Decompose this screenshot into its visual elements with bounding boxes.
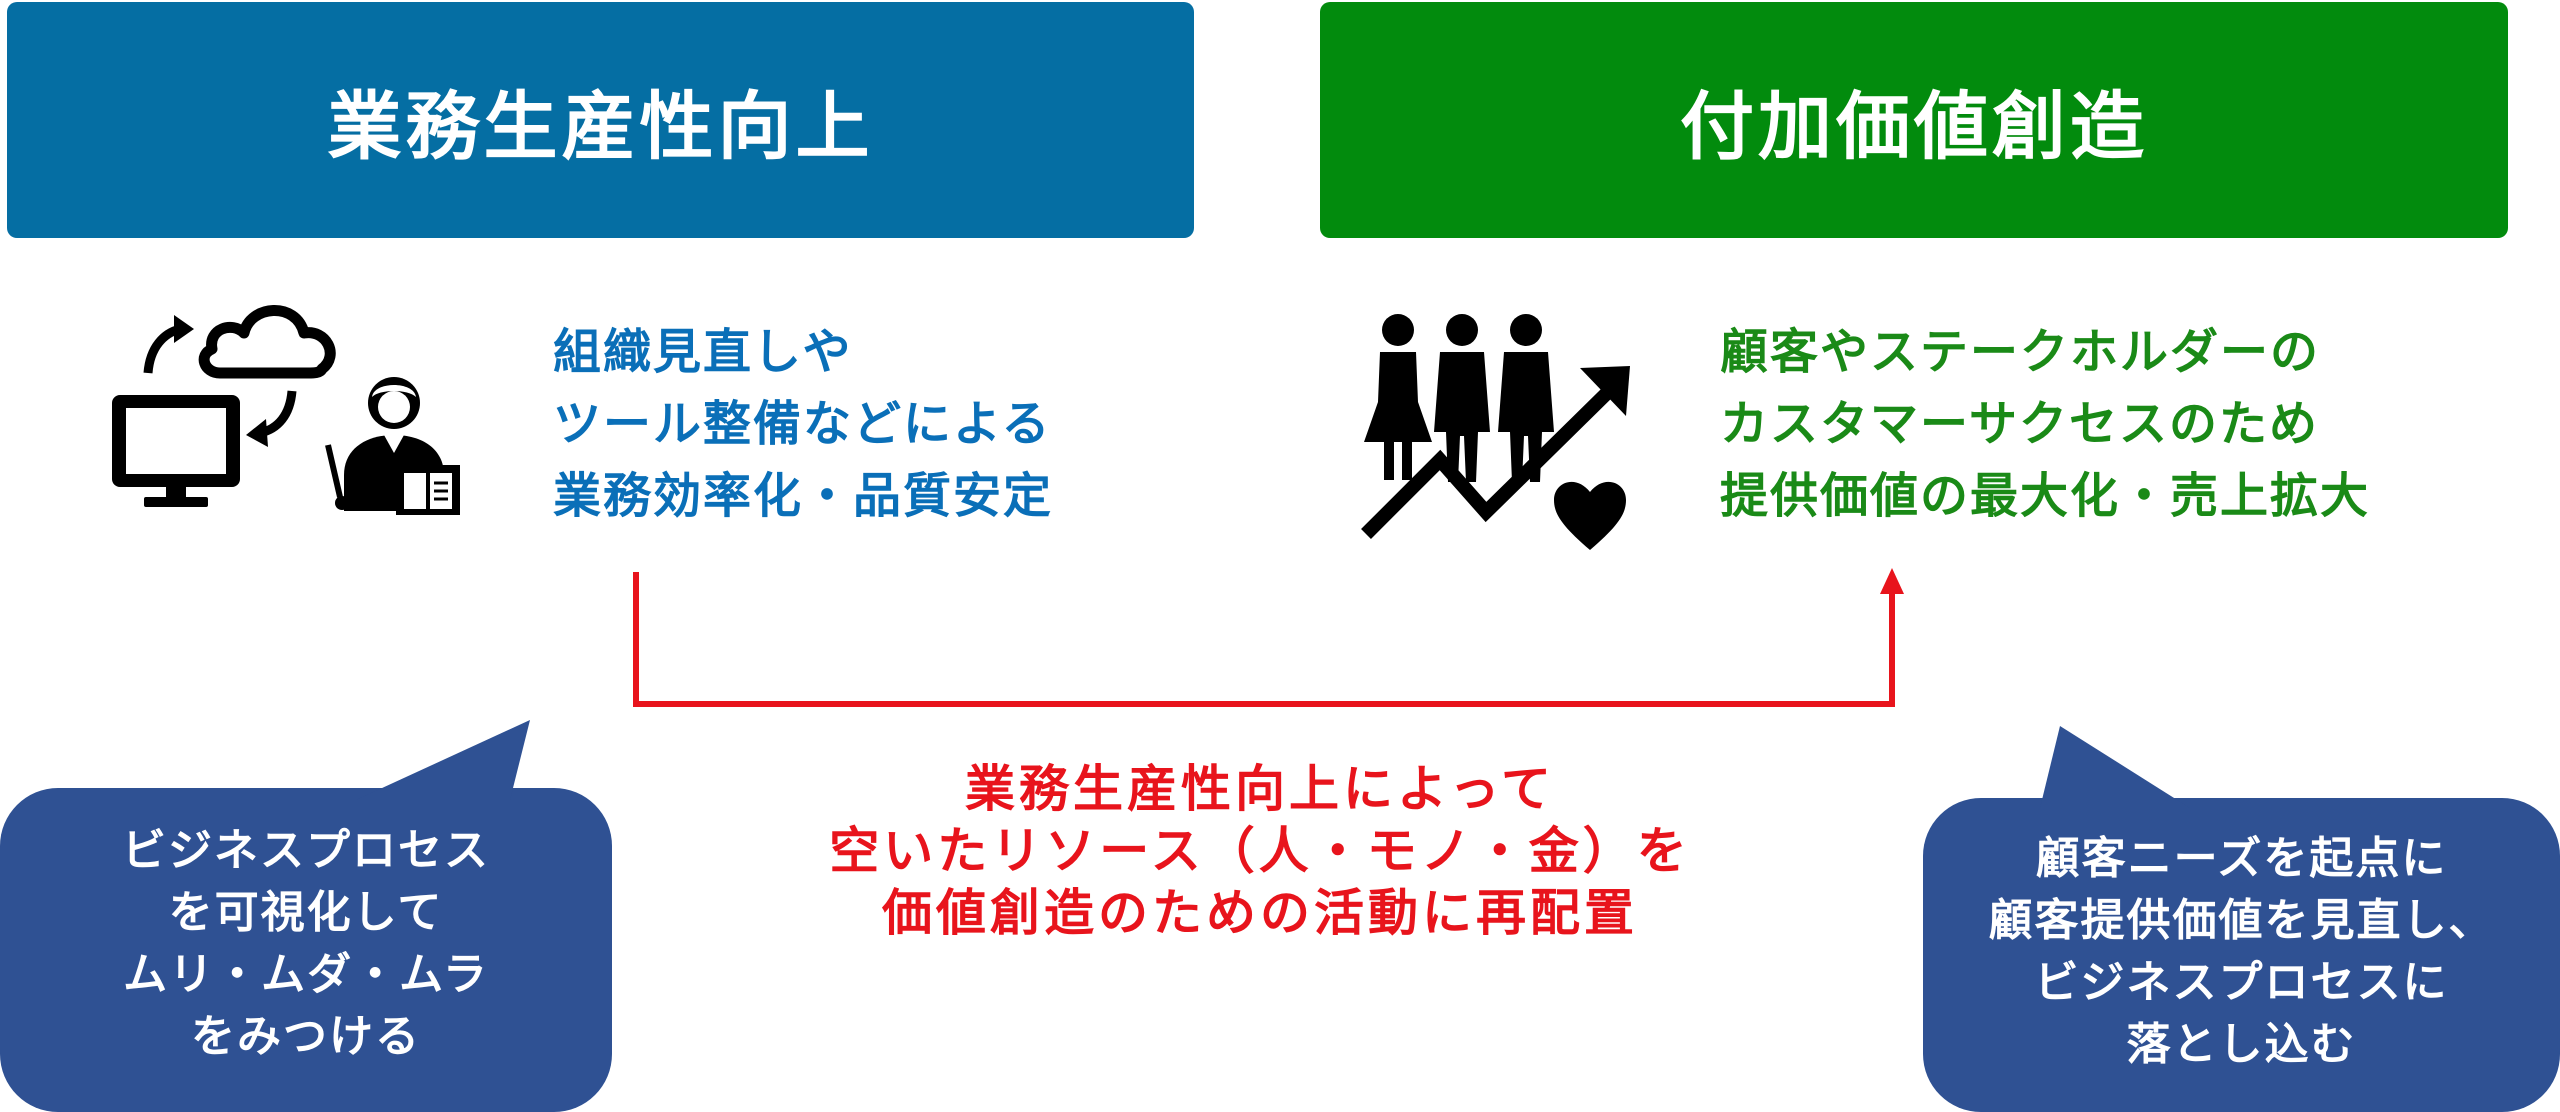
cloud-computer-teacher-icon — [112, 305, 460, 515]
left-bubble-text: ビジネスプロセス を可視化して ムリ・ムダ・ムラ をみつける — [0, 820, 612, 1068]
left-bubble-line: ムリ・ムダ・ムラ — [123, 949, 489, 1000]
productivity-description-line: 業務効率化・品質安定 — [553, 468, 1054, 524]
left-bubble-line: を可視化して — [168, 887, 444, 938]
value-creation-description-line: カスタマーサクセスのため — [1720, 396, 2320, 452]
value-creation-description-line: 提供価値の最大化・売上拡大 — [1720, 468, 2371, 524]
right-bubble-line: 顧客ニーズを起点に — [2035, 833, 2448, 884]
resource-flow-arrowhead — [1880, 568, 1904, 594]
right-bubble-line: 落とし込む — [2126, 1019, 2357, 1070]
left-speech-bubble — [0, 720, 612, 1112]
productivity-description-line: ツール整備などによる — [553, 396, 1052, 452]
resource-reallocation-text: 業務生産性向上によって 空いたリソース（人・モノ・金）を 価値創造のための活動に… — [700, 758, 1820, 944]
resource-reallocation-line: 業務生産性向上によって — [965, 760, 1555, 818]
productivity-banner-title: 業務生産性向上 — [327, 83, 874, 170]
productivity-description: 組織見直しや ツール整備などによる 業務効率化・品質安定 — [553, 316, 1053, 532]
resource-reallocation-line: 空いたリソース（人・モノ・金）を — [829, 822, 1691, 880]
left-bubble-line: をみつける — [191, 1011, 421, 1062]
productivity-description-line: 組織見直しや — [553, 324, 853, 380]
productivity-banner: 業務生産性向上 — [7, 2, 1194, 238]
value-creation-description-line: 顧客やステークホルダーの — [1720, 324, 2321, 380]
value-creation-description: 顧客やステークホルダーの カスタマーサクセスのため 提供価値の最大化・売上拡大 — [1720, 316, 2370, 532]
resource-reallocation-line: 価値創造のための活動に再配置 — [882, 884, 1638, 942]
value-creation-banner-title: 付加価値創造 — [1680, 83, 2148, 170]
value-creation-banner: 付加価値創造 — [1320, 2, 2508, 238]
right-bubble-line: ビジネスプロセスに — [2034, 957, 2449, 1008]
left-bubble-line: ビジネスプロセス — [122, 825, 490, 876]
right-bubble-line: 顧客提供価値を見直し、 — [1988, 895, 2495, 946]
right-speech-bubble — [1923, 726, 2560, 1112]
resource-flow-arrow — [633, 572, 1895, 707]
right-bubble-text: 顧客ニーズを起点に 顧客提供価値を見直し、 ビジネスプロセスに 落とし込む — [1923, 828, 2560, 1076]
people-growth-heart-icon — [1361, 314, 1630, 550]
